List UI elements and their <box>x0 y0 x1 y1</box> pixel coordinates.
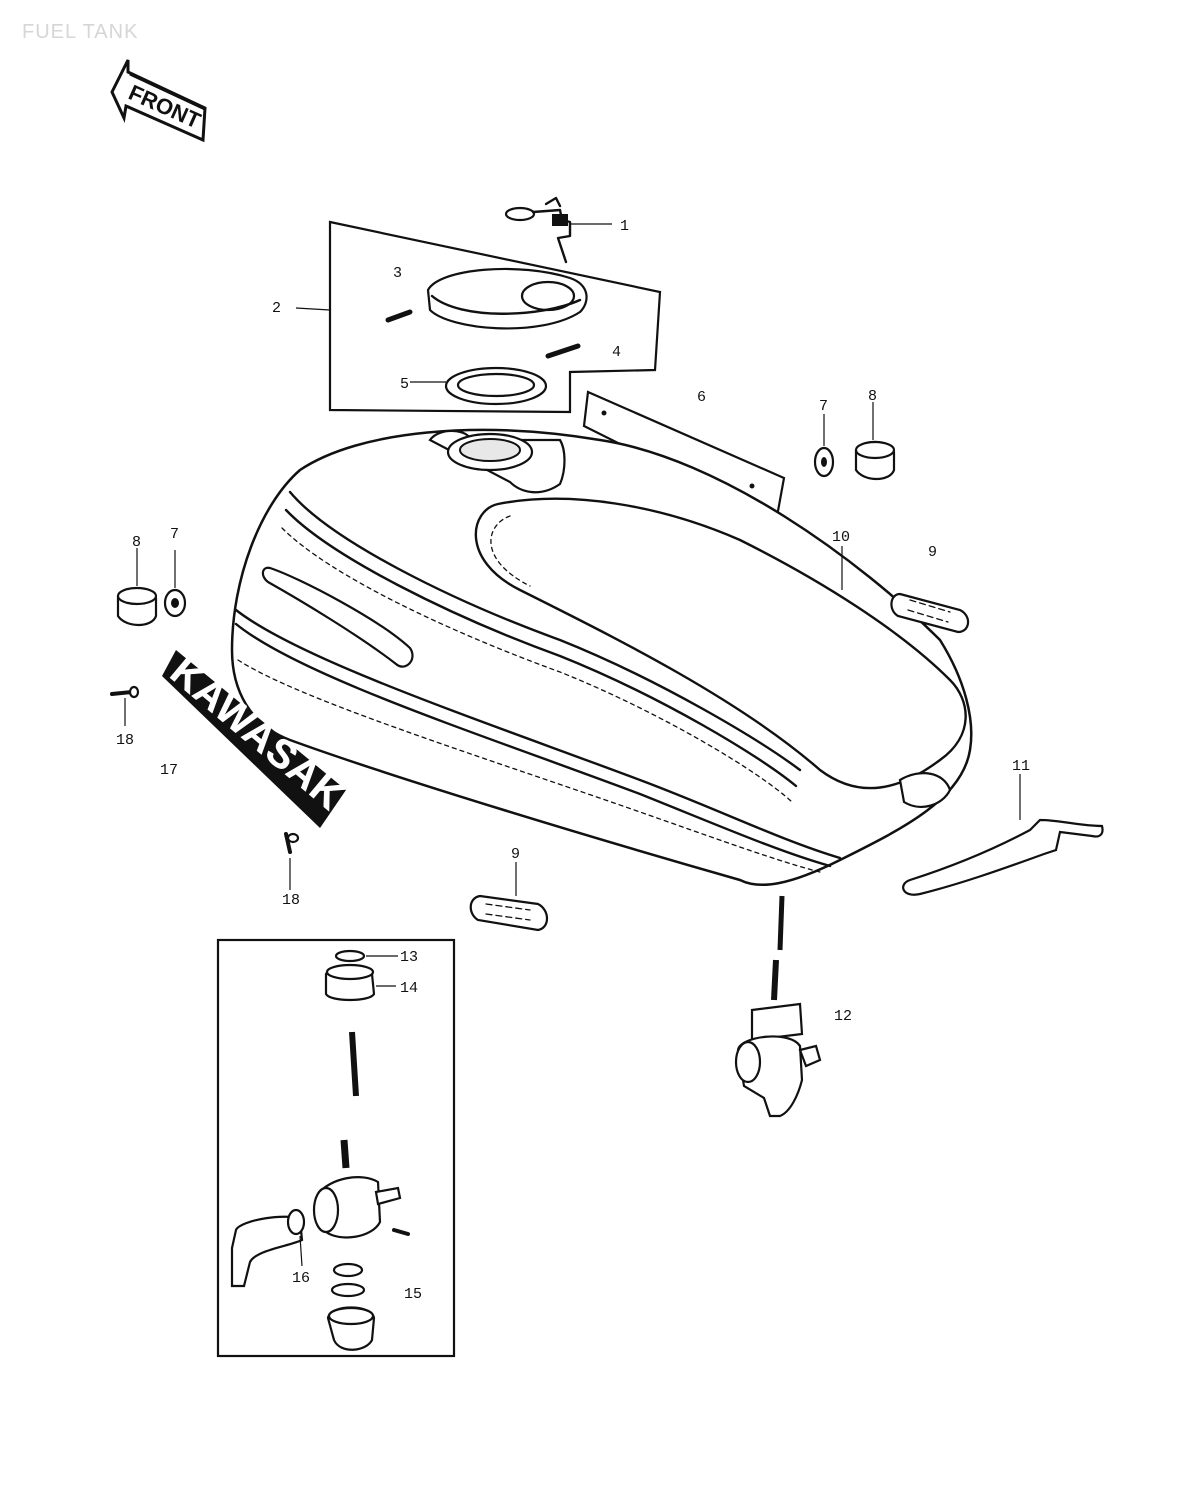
cap-pin-right <box>545 343 581 359</box>
ignition-key <box>504 196 572 264</box>
fuel-tank <box>230 428 973 886</box>
callout-12: 12 <box>834 1008 852 1025</box>
cock-pipe <box>340 1031 359 1169</box>
cock-seal <box>330 1262 366 1298</box>
callout-7-right: 7 <box>819 398 828 415</box>
cock-body <box>312 1176 410 1239</box>
callout-3: 3 <box>393 265 402 282</box>
washer-left <box>163 588 187 618</box>
callout-7-left: 7 <box>170 526 179 543</box>
emblem-screw-top <box>110 685 140 699</box>
cap-pin-left <box>385 309 413 323</box>
fuel-cap <box>426 267 588 330</box>
cushion-right <box>854 440 896 481</box>
tank-damper-bottom <box>469 894 549 932</box>
fuel-cap-inset-box <box>328 220 662 414</box>
emblem-screw-bottom <box>284 832 300 854</box>
washer-right <box>813 446 835 478</box>
callout-6: 6 <box>697 389 706 406</box>
front-arrow: FRONT <box>110 59 207 143</box>
cock-lever <box>230 1208 306 1288</box>
callout-14: 14 <box>400 980 418 997</box>
cock-nut <box>324 963 376 1002</box>
cock-sediment-cup <box>326 1306 376 1351</box>
callout-8-right: 8 <box>868 388 877 405</box>
tank-damper-right <box>890 592 970 634</box>
fuel-cock <box>734 895 822 1118</box>
callout-13: 13 <box>400 949 418 966</box>
callout-8-left: 8 <box>132 534 141 551</box>
callout-18-top: 18 <box>116 732 134 749</box>
callout-17: 17 <box>160 762 178 779</box>
callout-16: 16 <box>292 1270 310 1287</box>
callout-2: 2 <box>272 300 281 317</box>
callout-5: 5 <box>400 376 409 393</box>
callout-18-bottom: 18 <box>282 892 300 909</box>
callout-1: 1 <box>620 218 629 235</box>
callout-9-bottom: 9 <box>511 846 520 863</box>
cushion-left <box>116 586 158 627</box>
callout-9-right: 9 <box>928 544 937 561</box>
callout-15: 15 <box>404 1286 422 1303</box>
tank-rear-bracket <box>902 818 1104 896</box>
callout-10: 10 <box>832 529 850 546</box>
fuel-cock-inset-box <box>216 938 456 1358</box>
leader-lines <box>124 223 1021 1267</box>
callout-4: 4 <box>612 344 621 361</box>
cock-clip <box>334 949 366 963</box>
callout-labels: 1 2 3 4 5 6 7 8 8 7 10 9 18 17 11 9 18 1… <box>116 218 1030 1303</box>
page-title: FUEL TANK <box>22 21 138 43</box>
cap-gasket <box>444 366 548 406</box>
callout-11: 11 <box>1012 758 1030 775</box>
